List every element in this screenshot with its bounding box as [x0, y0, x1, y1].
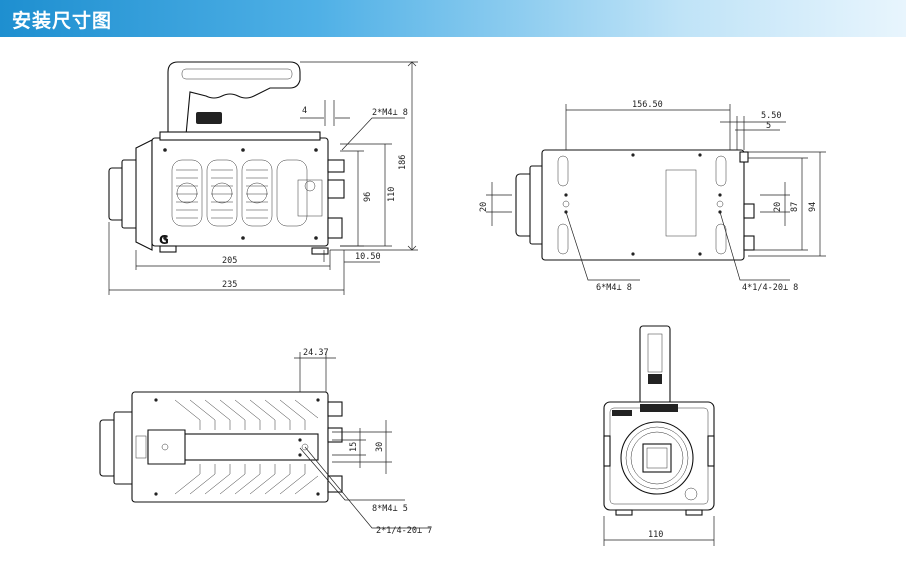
bottom-vents: [174, 399, 319, 495]
front-bezel: [135, 139, 153, 251]
page-title: 安装尺寸图: [12, 10, 113, 32]
dim-thread-top: 2*M4⊥ 8: [372, 108, 408, 118]
top-view: 156.50 5.50 5 20 20 87 94 6*M4⊥ 8 4*1/4-…: [479, 100, 826, 293]
rear-connector: [327, 159, 345, 173]
dim-thread-m4-bottom: 8*M4⊥ 5: [372, 504, 408, 514]
dim-5-50: 5.50: [761, 111, 781, 121]
top-plate: [159, 131, 321, 141]
dim-10-50: 10.50: [355, 252, 381, 262]
dim-186: 186: [398, 155, 408, 170]
front-handle: [639, 325, 671, 405]
title-bar: 安装尺寸图: [0, 0, 906, 37]
handle-knob: [196, 112, 222, 124]
svg-text:G: G: [159, 233, 169, 247]
dim-thread-quarter-bottom: 2*1/4-20⊥ 7: [376, 526, 432, 536]
fan-grilles: [171, 159, 323, 227]
sensor: [642, 443, 672, 473]
dim-110: 110: [387, 187, 397, 202]
dim-30: 30: [375, 442, 385, 452]
bottom-view: 24.37 15 30 8*M4⊥ 5 2*1/4-20⊥ 7: [99, 348, 432, 536]
dim-15: 15: [349, 442, 359, 452]
label-plate: [665, 169, 697, 237]
dim-thread-quarter: 4*1/4-20⊥ 8: [742, 283, 798, 293]
dim-24-37: 24.37: [303, 348, 329, 358]
dim-110-front: 110: [648, 530, 663, 540]
dim-4: 4: [302, 106, 307, 116]
dim-20-right: 20: [773, 202, 783, 212]
dim-156-50: 156.50: [632, 100, 663, 110]
dim-205: 205: [222, 256, 237, 266]
top-body: [541, 149, 745, 261]
dim-20-left: 20: [479, 202, 489, 212]
camera-body: [151, 137, 329, 247]
front-view: 110: [603, 325, 715, 546]
dim-235: 235: [222, 280, 237, 290]
dim-thread-m4: 6*M4⊥ 8: [596, 283, 632, 293]
dim-94: 94: [808, 202, 818, 212]
handle-slot: [181, 68, 293, 80]
dim-96: 96: [363, 192, 373, 202]
handle-outline: [167, 61, 301, 136]
side-view: G 4 2*M4⊥ 8 186 110 96 205 235 10.50: [108, 61, 418, 295]
dim-5: 5: [766, 121, 771, 131]
dim-87: 87: [790, 202, 800, 212]
